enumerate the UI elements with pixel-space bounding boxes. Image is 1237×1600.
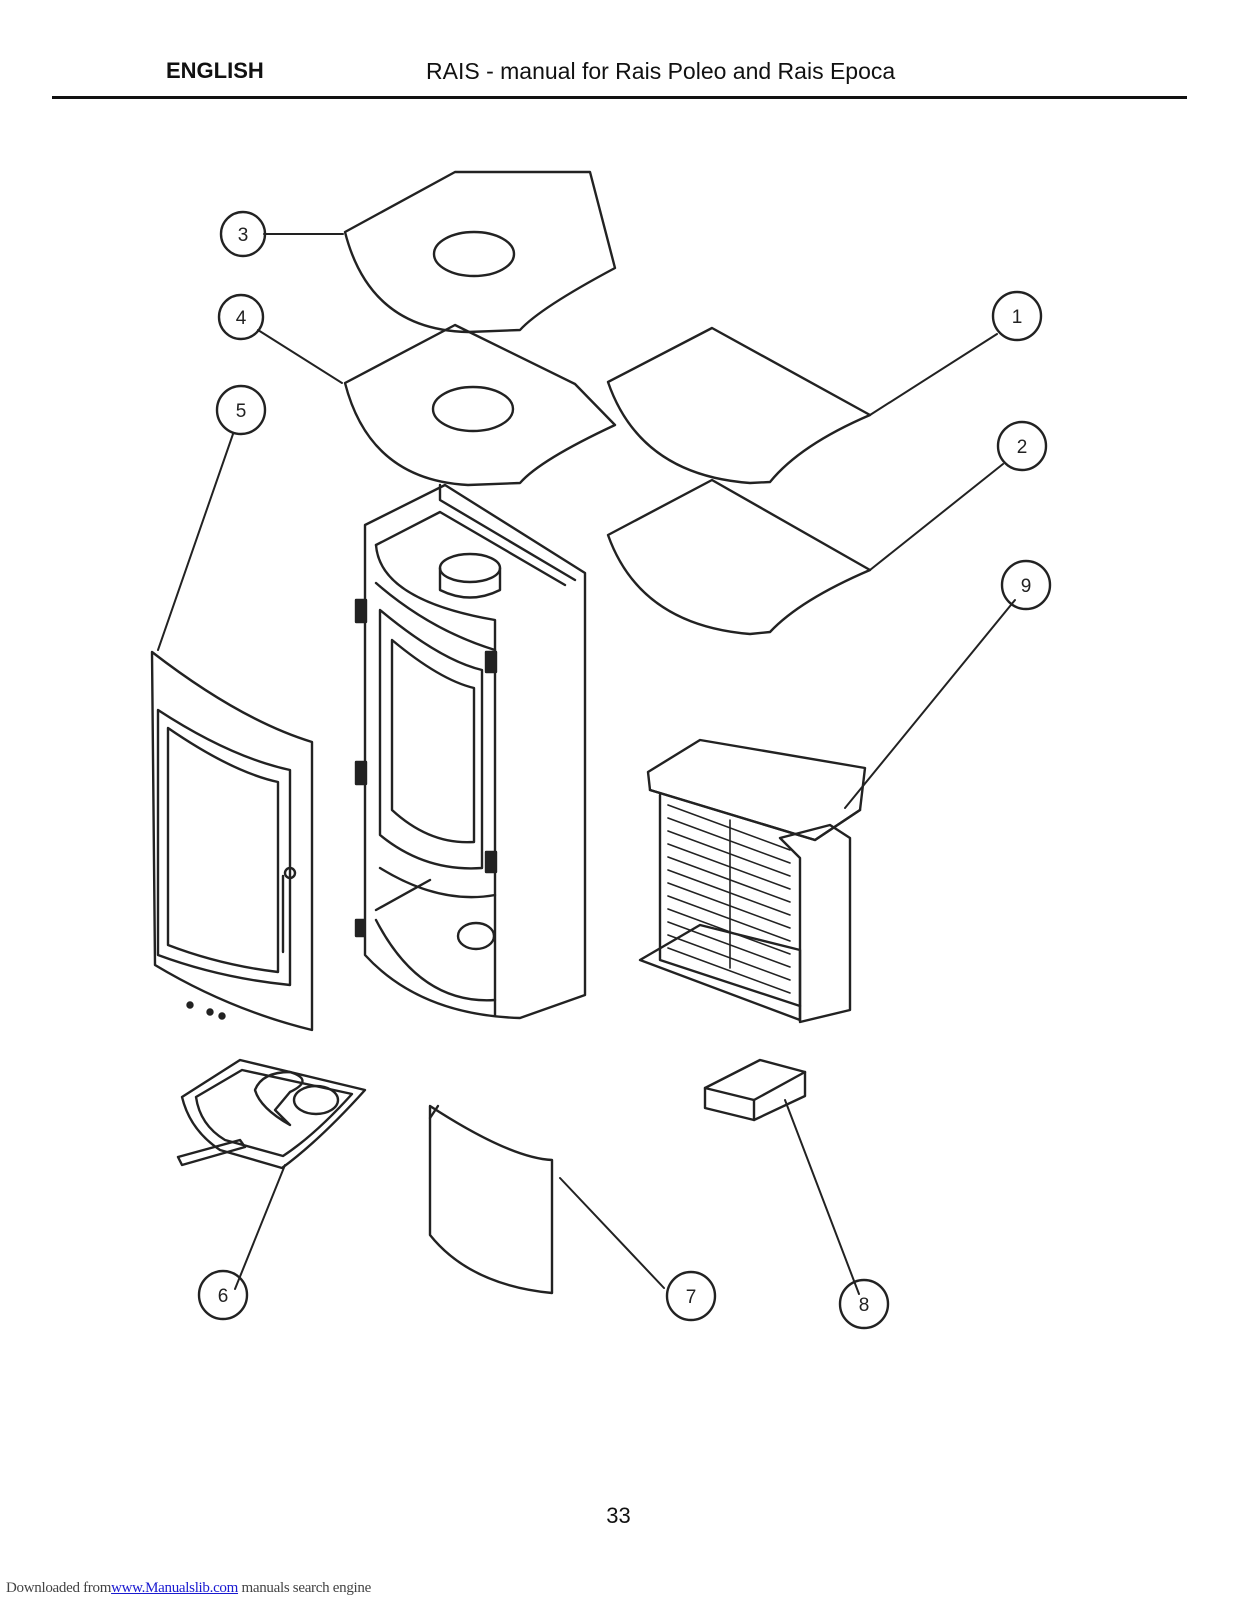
stove-body xyxy=(354,483,587,1020)
callout-6-label: 6 xyxy=(218,1286,229,1307)
part-4-plate xyxy=(343,323,617,487)
part-6-base-plate xyxy=(176,1058,367,1170)
part-5-door xyxy=(150,650,314,1032)
header-title: RAIS - manual for Rais Poleo and Rais Ep… xyxy=(426,58,896,84)
part-7-curved-panel xyxy=(428,1104,554,1295)
part-9-firebox-liner xyxy=(638,738,867,1024)
callout-3: 3 xyxy=(219,210,267,258)
exploded-parts-diagram: 3 4 1 2 9 5 6 7 8 xyxy=(150,170,1052,1330)
callout-5-label: 5 xyxy=(236,401,247,422)
header-language: ENGLISH xyxy=(166,58,264,83)
callout-3-label: 3 xyxy=(238,225,249,246)
part-2-side-plate xyxy=(606,478,872,636)
callout-8: 8 xyxy=(838,1278,890,1330)
callout-4-label: 4 xyxy=(236,308,247,329)
page-number: 33 xyxy=(606,1503,631,1528)
header-divider xyxy=(52,96,1187,99)
part-3-top-plate xyxy=(343,170,617,334)
callout-6: 6 xyxy=(197,1269,249,1321)
callout-7: 7 xyxy=(665,1270,717,1322)
part-8-brick xyxy=(703,1058,807,1122)
callout-4: 4 xyxy=(217,293,265,341)
callout-9: 9 xyxy=(1000,559,1052,611)
part-1-side-plate xyxy=(606,326,872,485)
callout-1: 1 xyxy=(991,290,1043,342)
callout-2: 2 xyxy=(996,420,1048,472)
footer-suffix: manuals search engine xyxy=(241,1580,371,1596)
callout-9-label: 9 xyxy=(1021,576,1032,597)
callout-1-label: 1 xyxy=(1012,307,1023,328)
footer-prefix: Downloaded from xyxy=(6,1580,112,1596)
callout-5: 5 xyxy=(215,384,267,436)
callout-7-label: 7 xyxy=(686,1287,697,1308)
callout-8-label: 8 xyxy=(859,1295,870,1316)
footer: Downloaded fromwww.Manualslib.com manual… xyxy=(6,1580,371,1597)
manualslib-link[interactable]: www.Manualslib.com xyxy=(111,1580,239,1596)
callout-2-label: 2 xyxy=(1017,437,1028,458)
